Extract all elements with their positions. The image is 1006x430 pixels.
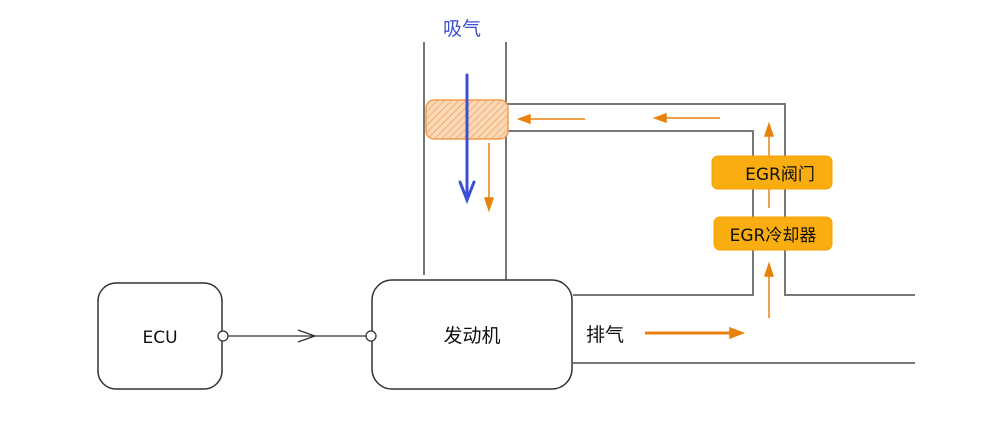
intake-arrow (458, 73, 476, 205)
ecu-label: ECU (142, 328, 177, 348)
egr-cooler-box (713, 216, 833, 251)
egr-pipe-inner (507, 130, 754, 296)
engine-label: 发动机 (443, 325, 500, 347)
intake-label: 吸气 (443, 18, 481, 40)
egr-cooler-label: EGR冷却器 (730, 226, 817, 246)
egr-flow-arrows (483, 112, 775, 340)
ecu-engine-connection (217, 329, 377, 343)
pipes (423, 42, 915, 364)
egr-pipe-outer (507, 103, 915, 296)
exhaust-label: 排气 (586, 324, 624, 346)
egr-valve-box (711, 155, 833, 190)
egr-valve-label: EGR阀门 (745, 165, 815, 185)
